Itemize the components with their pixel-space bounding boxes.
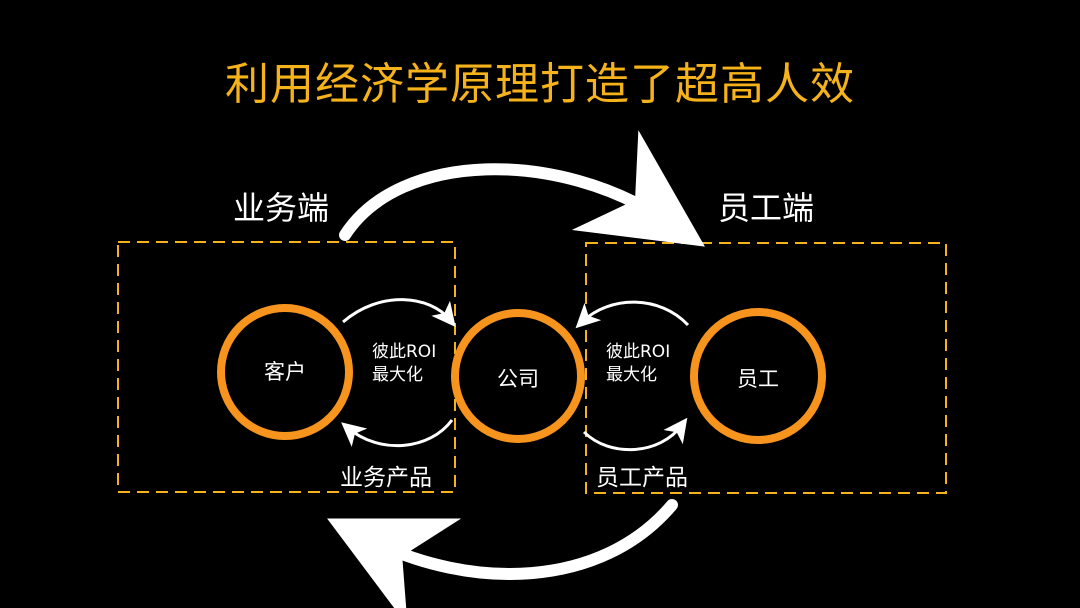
employee-node-label: 员工 xyxy=(737,367,779,391)
bottom-big-arrow xyxy=(327,499,678,608)
slide-title: 利用经济学原理打造了超高人效 xyxy=(225,59,855,110)
arrow-employee-to-company xyxy=(575,300,690,329)
employee-ring xyxy=(690,308,826,444)
exchange-line-1: 彼此ROI xyxy=(372,342,437,362)
company-node-label: 公司 xyxy=(497,367,539,391)
exchange-line-2: 最大化 xyxy=(606,365,657,385)
top-big-arrow xyxy=(339,130,705,247)
company-ring xyxy=(451,309,585,443)
arrow-customer-to-company xyxy=(342,298,456,328)
employee-side-box xyxy=(585,242,947,494)
employee-side-label: 员工端 xyxy=(718,189,815,227)
arrow-company-to-employee xyxy=(582,417,688,452)
exchange-line-2: 最大化 xyxy=(372,365,423,385)
business-exchange-text: 彼此ROI 最大化 xyxy=(372,341,436,387)
customer-ring xyxy=(217,304,353,440)
business-product-label: 业务产品 xyxy=(340,465,432,491)
employee-exchange-text: 彼此ROI 最大化 xyxy=(606,341,670,387)
arrow-company-to-customer xyxy=(341,419,454,448)
employee-product-label: 员工产品 xyxy=(596,465,688,491)
exchange-line-1: 彼此ROI xyxy=(606,342,671,362)
customer-node-label: 客户 xyxy=(264,360,306,384)
business-side-label: 业务端 xyxy=(233,189,330,227)
